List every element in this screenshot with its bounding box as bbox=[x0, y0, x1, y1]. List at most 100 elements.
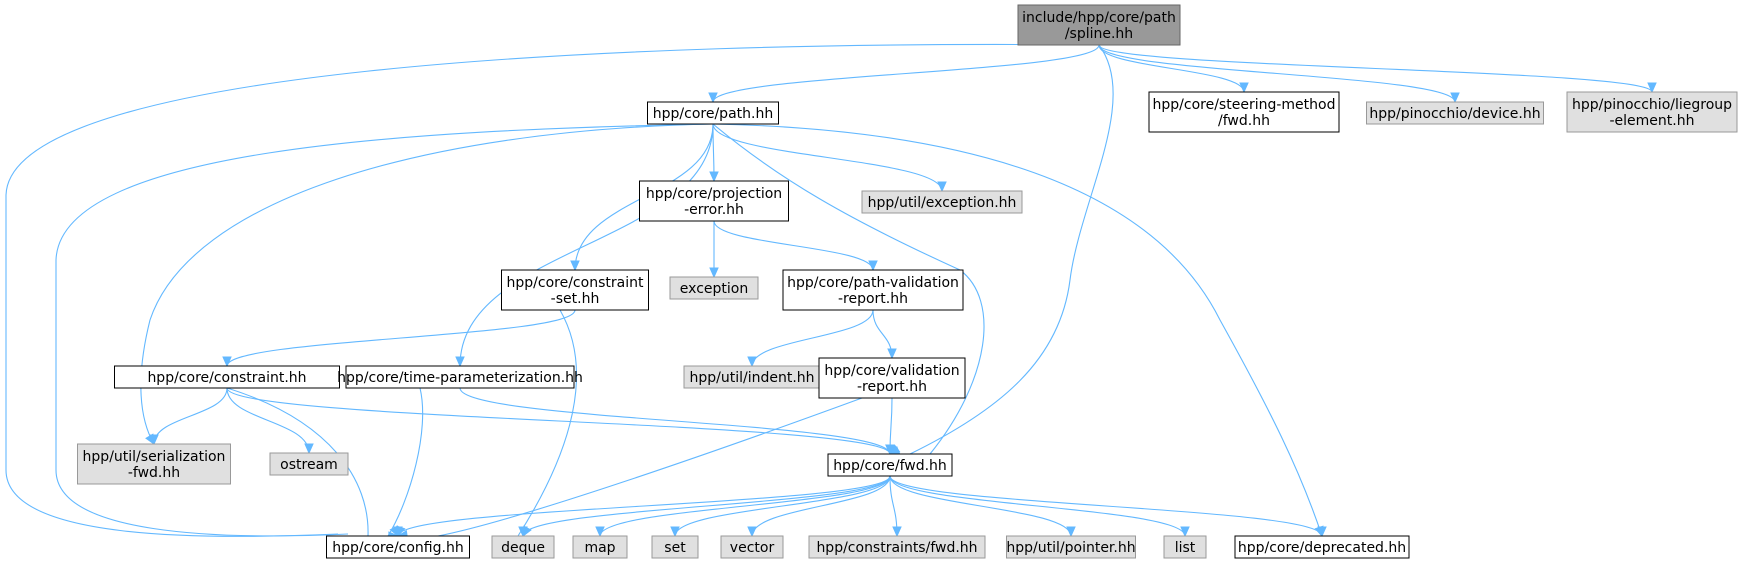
edge-path-to-deprecated bbox=[712, 123, 1324, 538]
node-pv-report[interactable]: hpp/core/path-validation-report.hh bbox=[782, 269, 964, 311]
node-label: /fwd.hh bbox=[1218, 113, 1270, 129]
node-label: hpp/core/projection bbox=[646, 186, 782, 202]
node-constraints-fwd[interactable]: hpp/constraints/fwd.hh bbox=[808, 535, 986, 559]
node-label: map bbox=[584, 540, 615, 556]
edge-line bbox=[226, 309, 576, 367]
node-spline[interactable]: include/hpp/core/path/spline.hh bbox=[1017, 4, 1181, 46]
node-box bbox=[491, 535, 555, 559]
node-deque[interactable]: deque bbox=[491, 535, 555, 559]
edge-line bbox=[153, 387, 228, 445]
node-pointer[interactable]: hpp/util/pointer.hh bbox=[1006, 535, 1136, 559]
edge-fwd-to-set bbox=[670, 475, 891, 538]
edge-fwd-to-deque bbox=[518, 475, 891, 538]
node-indent[interactable]: hpp/util/indent.hh bbox=[683, 365, 821, 389]
node-path[interactable]: hpp/core/path.hh bbox=[647, 101, 779, 125]
node-label: hpp/util/indent.hh bbox=[689, 370, 814, 386]
edge-arrowhead bbox=[1180, 526, 1190, 538]
edge-line bbox=[889, 475, 1186, 537]
node-fwd[interactable]: hpp/core/fwd.hh bbox=[827, 453, 953, 477]
edge-arrowhead bbox=[570, 260, 580, 272]
edges-layer bbox=[5, 43, 1657, 541]
node-label: exception bbox=[680, 281, 748, 297]
edge-spline-to-pin-device bbox=[1098, 44, 1460, 104]
node-config[interactable]: hpp/core/config.hh bbox=[326, 535, 470, 559]
node-label: -fwd.hh bbox=[128, 465, 180, 481]
edge-line bbox=[522, 475, 891, 537]
edge-arrowhead bbox=[455, 356, 465, 368]
node-box bbox=[818, 357, 966, 399]
edge-line bbox=[437, 397, 863, 537]
node-label: include/hpp/core/path bbox=[1022, 10, 1176, 26]
node-pin-device[interactable]: hpp/pinocchio/device.hh bbox=[1366, 101, 1544, 125]
edge-line bbox=[387, 387, 424, 537]
edge-path-to-time-param bbox=[455, 123, 714, 368]
node-map[interactable]: map bbox=[572, 535, 628, 559]
node-box bbox=[572, 535, 628, 559]
edge-line bbox=[226, 387, 310, 454]
edge-constraint-to-serialization bbox=[149, 387, 228, 446]
node-vector[interactable]: vector bbox=[720, 535, 784, 559]
edge-fwd-to-constraints-fwd bbox=[889, 475, 902, 538]
node-constraint[interactable]: hpp/core/constraint.hh bbox=[114, 365, 340, 389]
node-label: hpp/core/fwd.hh bbox=[833, 458, 947, 474]
edge-line bbox=[889, 475, 1072, 537]
node-label: -error.hh bbox=[684, 202, 744, 218]
node-box bbox=[651, 535, 699, 559]
node-ostream[interactable]: ostream bbox=[269, 452, 349, 476]
node-time-param[interactable]: hpp/core/time-parameterization.hh bbox=[337, 365, 583, 389]
node-box bbox=[827, 453, 953, 477]
edge-line bbox=[517, 309, 578, 537]
edge-arrowhead bbox=[1647, 82, 1657, 94]
edge-arrowhead bbox=[747, 526, 757, 538]
edge-arrowhead bbox=[1450, 92, 1460, 104]
node-box bbox=[501, 269, 649, 311]
node-box bbox=[1234, 535, 1410, 559]
edge-line bbox=[459, 387, 891, 455]
edge-arrowhead bbox=[518, 526, 528, 538]
edge-line bbox=[5, 43, 1100, 537]
node-pin-lie[interactable]: hpp/pinocchio/liegroup-element.hh bbox=[1566, 91, 1738, 133]
node-validation-report[interactable]: hpp/core/validation-report.hh bbox=[818, 357, 966, 399]
node-set[interactable]: set bbox=[651, 535, 699, 559]
edge-line bbox=[397, 475, 891, 537]
edge-fwd-to-list bbox=[889, 475, 1190, 538]
node-steering[interactable]: hpp/core/steering-method/fwd.hh bbox=[1148, 91, 1340, 133]
edge-constraint-set-to-deque bbox=[517, 309, 578, 538]
node-label: deque bbox=[501, 540, 545, 556]
node-exception[interactable]: exception bbox=[669, 276, 759, 300]
edge-arrowhead bbox=[747, 356, 757, 368]
edge-path-to-projection bbox=[709, 123, 719, 183]
edge-fwd-to-map bbox=[595, 475, 891, 538]
node-label: hpp/core/steering-method bbox=[1153, 97, 1336, 113]
node-box bbox=[1566, 91, 1738, 133]
edge-line bbox=[712, 123, 1323, 537]
edge-spline-to-pin-lie bbox=[1098, 44, 1657, 94]
edge-pv-report-to-validation-report bbox=[872, 309, 897, 360]
node-box bbox=[1366, 101, 1544, 125]
node-deprecated[interactable]: hpp/core/deprecated.hh bbox=[1234, 535, 1410, 559]
node-util-exception[interactable]: hpp/util/exception.hh bbox=[861, 190, 1023, 214]
edge-line bbox=[55, 123, 714, 537]
edge-line bbox=[599, 475, 891, 537]
node-label: -report.hh bbox=[857, 379, 927, 395]
node-constraint-set[interactable]: hpp/core/constraint-set.hh bbox=[501, 269, 649, 311]
node-label: set bbox=[664, 540, 686, 556]
edge-arrowhead bbox=[1239, 82, 1249, 94]
node-projection[interactable]: hpp/core/projection-error.hh bbox=[639, 180, 789, 222]
node-serialization[interactable]: hpp/util/serialization-fwd.hh bbox=[77, 443, 231, 485]
edge-line bbox=[712, 123, 943, 192]
edge-line bbox=[1098, 44, 1245, 93]
edge-line bbox=[674, 475, 891, 537]
node-box bbox=[1163, 535, 1207, 559]
edge-projection-to-pv-report bbox=[713, 220, 878, 272]
edge-arrowhead bbox=[868, 260, 878, 272]
edge-spline-to-path bbox=[708, 44, 1100, 104]
node-label: hpp/util/serialization bbox=[83, 449, 226, 465]
node-box bbox=[114, 365, 340, 389]
edge-fwd-to-vector bbox=[747, 475, 891, 538]
node-list[interactable]: list bbox=[1163, 535, 1207, 559]
nodes-layer: include/hpp/core/path/spline.hh hpp/core/… bbox=[77, 4, 1738, 559]
node-box bbox=[1017, 4, 1181, 46]
node-box bbox=[647, 101, 779, 125]
node-box bbox=[345, 365, 575, 389]
